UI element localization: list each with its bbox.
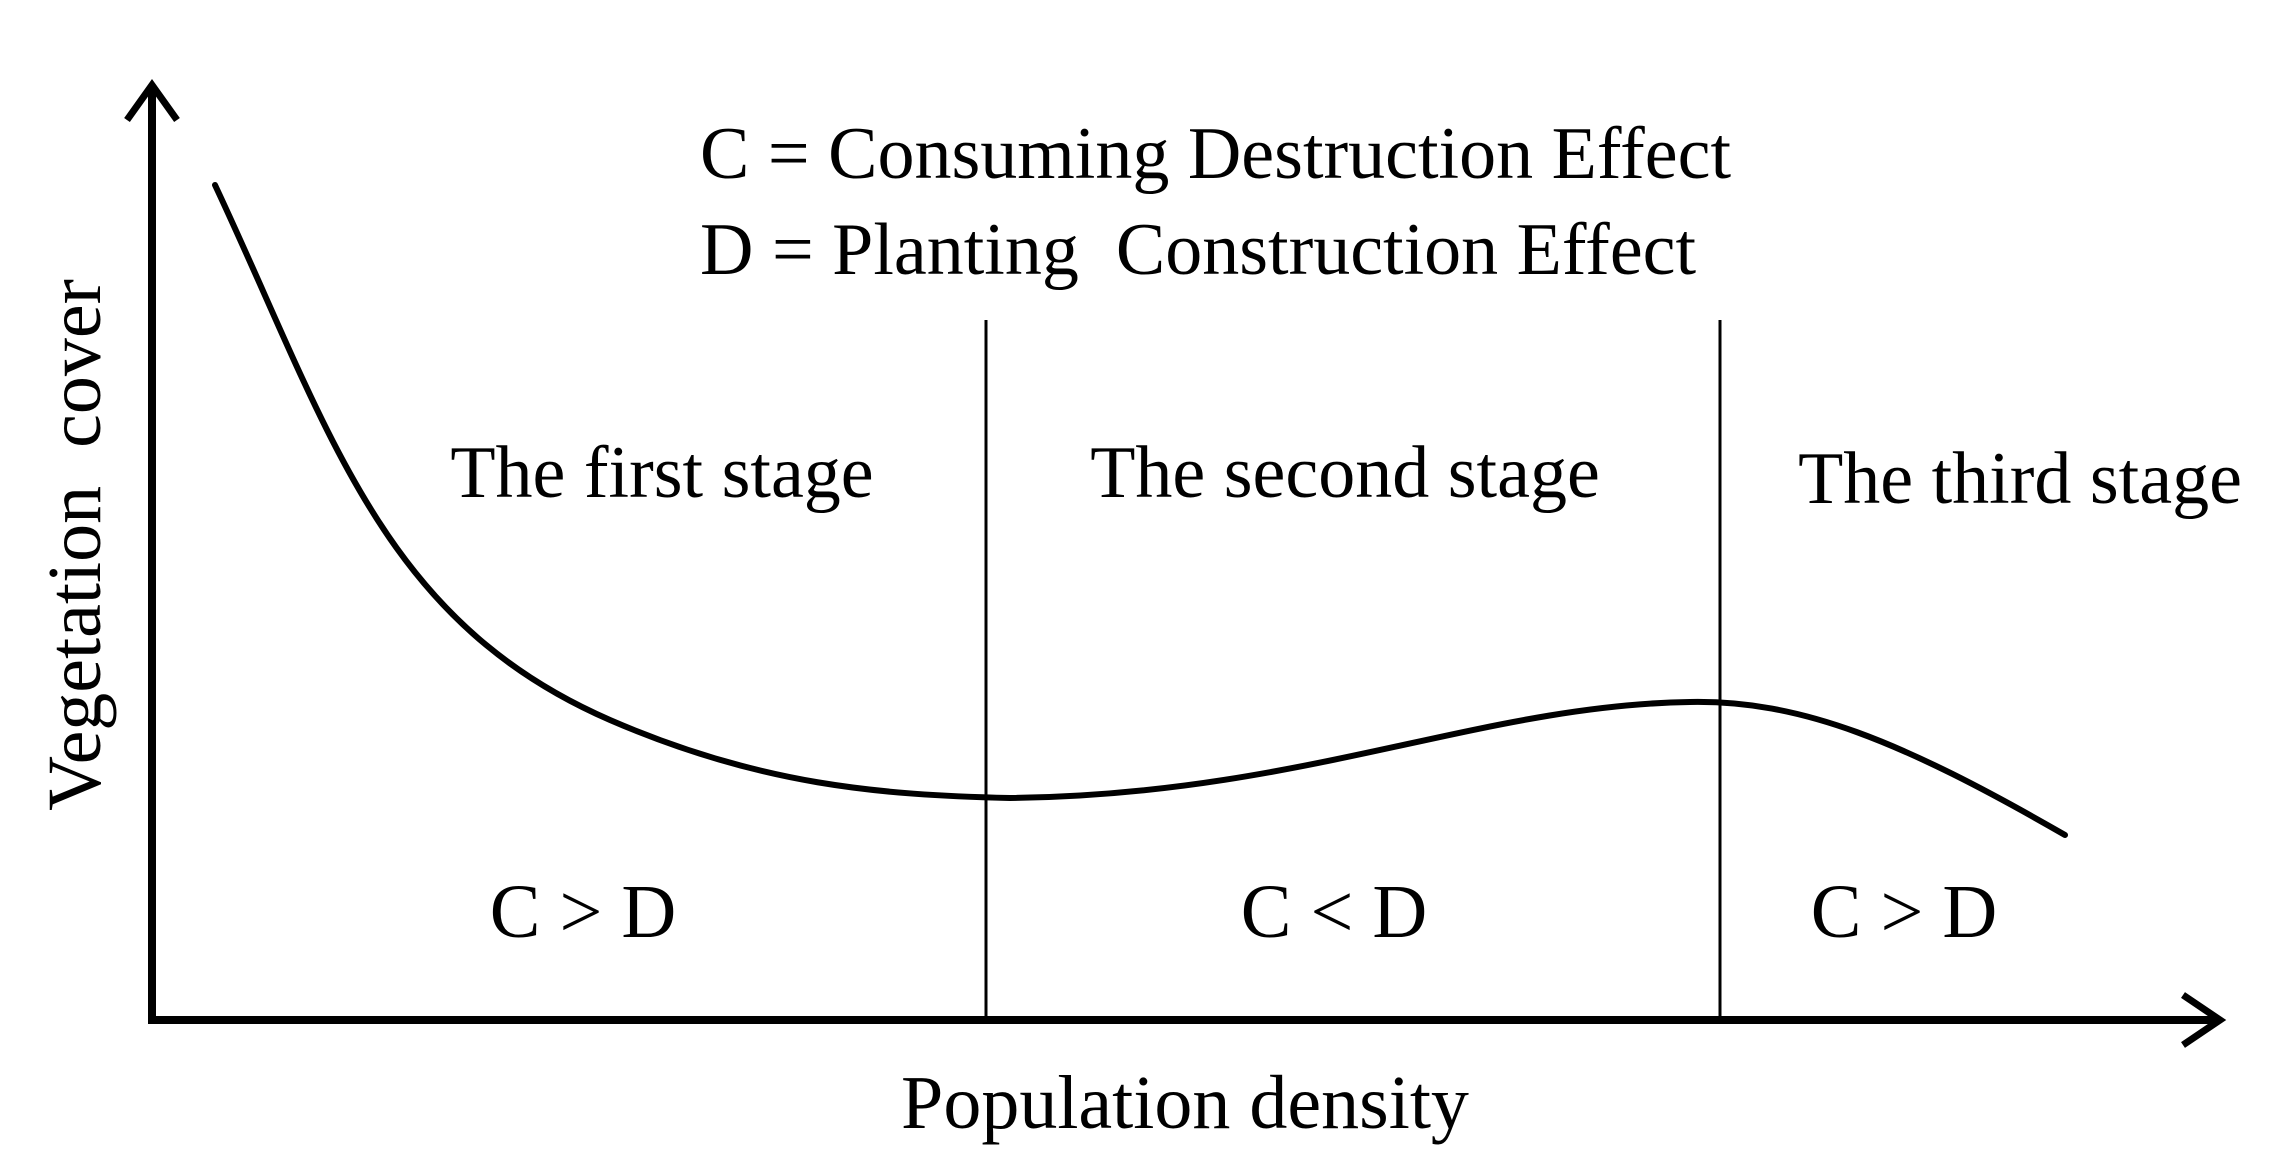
y-axis-label: Vegetation cover (33, 279, 117, 811)
stage-1-label: The first stage (450, 432, 873, 514)
stage-3-condition: C > D (1811, 870, 1997, 954)
vegetation-curve (212, 182, 2068, 838)
legend-line-c: C = Consuming Destruction Effect (700, 113, 1731, 195)
stage-1-condition: C > D (490, 870, 676, 954)
stage-2-label: The second stage (1090, 432, 1600, 514)
y-axis-arrowhead (124, 78, 180, 123)
x-axis-arrowhead (2181, 992, 2227, 1048)
stage-3-label: The third stage (1798, 438, 2242, 520)
stage-2-condition: C < D (1241, 870, 1427, 954)
legend-line-d: D = Planting Construction Effect (700, 209, 1697, 291)
x-axis-label: Population density (901, 1061, 1469, 1145)
